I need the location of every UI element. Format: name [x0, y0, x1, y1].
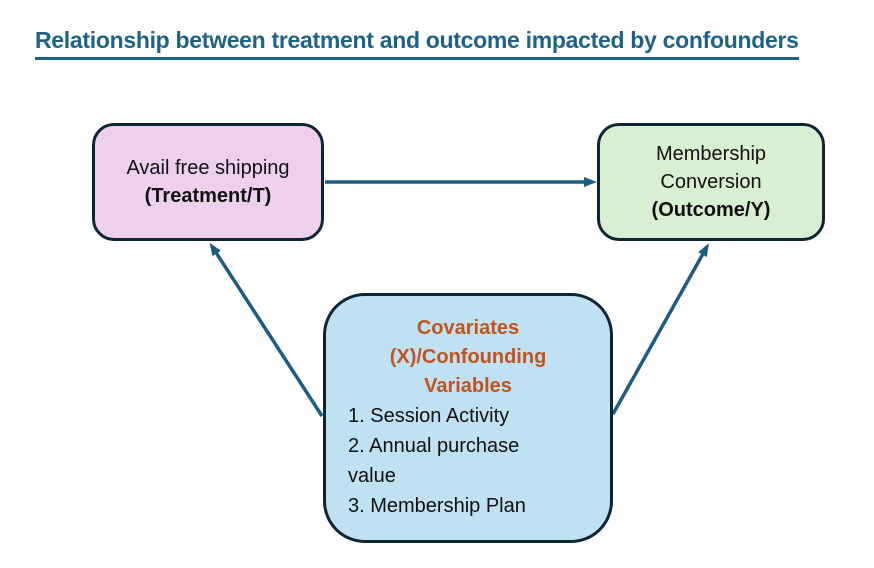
confounders-heading-line3: Variables — [424, 375, 512, 397]
confounders-heading-line2: (X)/Confounding — [389, 346, 547, 368]
arrow-confounders-to-outcome — [611, 243, 709, 415]
confounder-item: 2. Annual purchase value — [348, 435, 520, 487]
outcome-label-line1: Membership — [655, 143, 767, 165]
confounders-heading-line1: Covariates — [416, 317, 520, 339]
treatment-node: Avail free shipping (Treatment/T) — [92, 123, 324, 241]
outcome-label-line2: Conversion — [660, 171, 762, 193]
outcome-node: Membership Conversion (Outcome/Y) — [597, 123, 825, 241]
confounder-item: 1. Session Activity — [348, 405, 510, 427]
diagram-title-text: Relationship between treatment and outco… — [35, 27, 799, 60]
treatment-role-label: (Treatment/T) — [144, 185, 272, 207]
confounders-node: Covariates (X)/Confounding Variables 1. … — [323, 293, 613, 543]
confounder-item: 3. Membership Plan — [348, 495, 526, 517]
diagram-title: Relationship between treatment and outco… — [35, 27, 799, 60]
confounders-list: 1. Session Activity 2. Annual purchase v… — [348, 401, 553, 521]
treatment-label: Avail free shipping — [126, 157, 290, 179]
confounders-heading: Covariates (X)/Confounding Variables — [326, 314, 610, 401]
outcome-role-label: (Outcome/Y) — [651, 199, 771, 221]
arrow-confounders-to-treatment — [209, 242, 324, 417]
